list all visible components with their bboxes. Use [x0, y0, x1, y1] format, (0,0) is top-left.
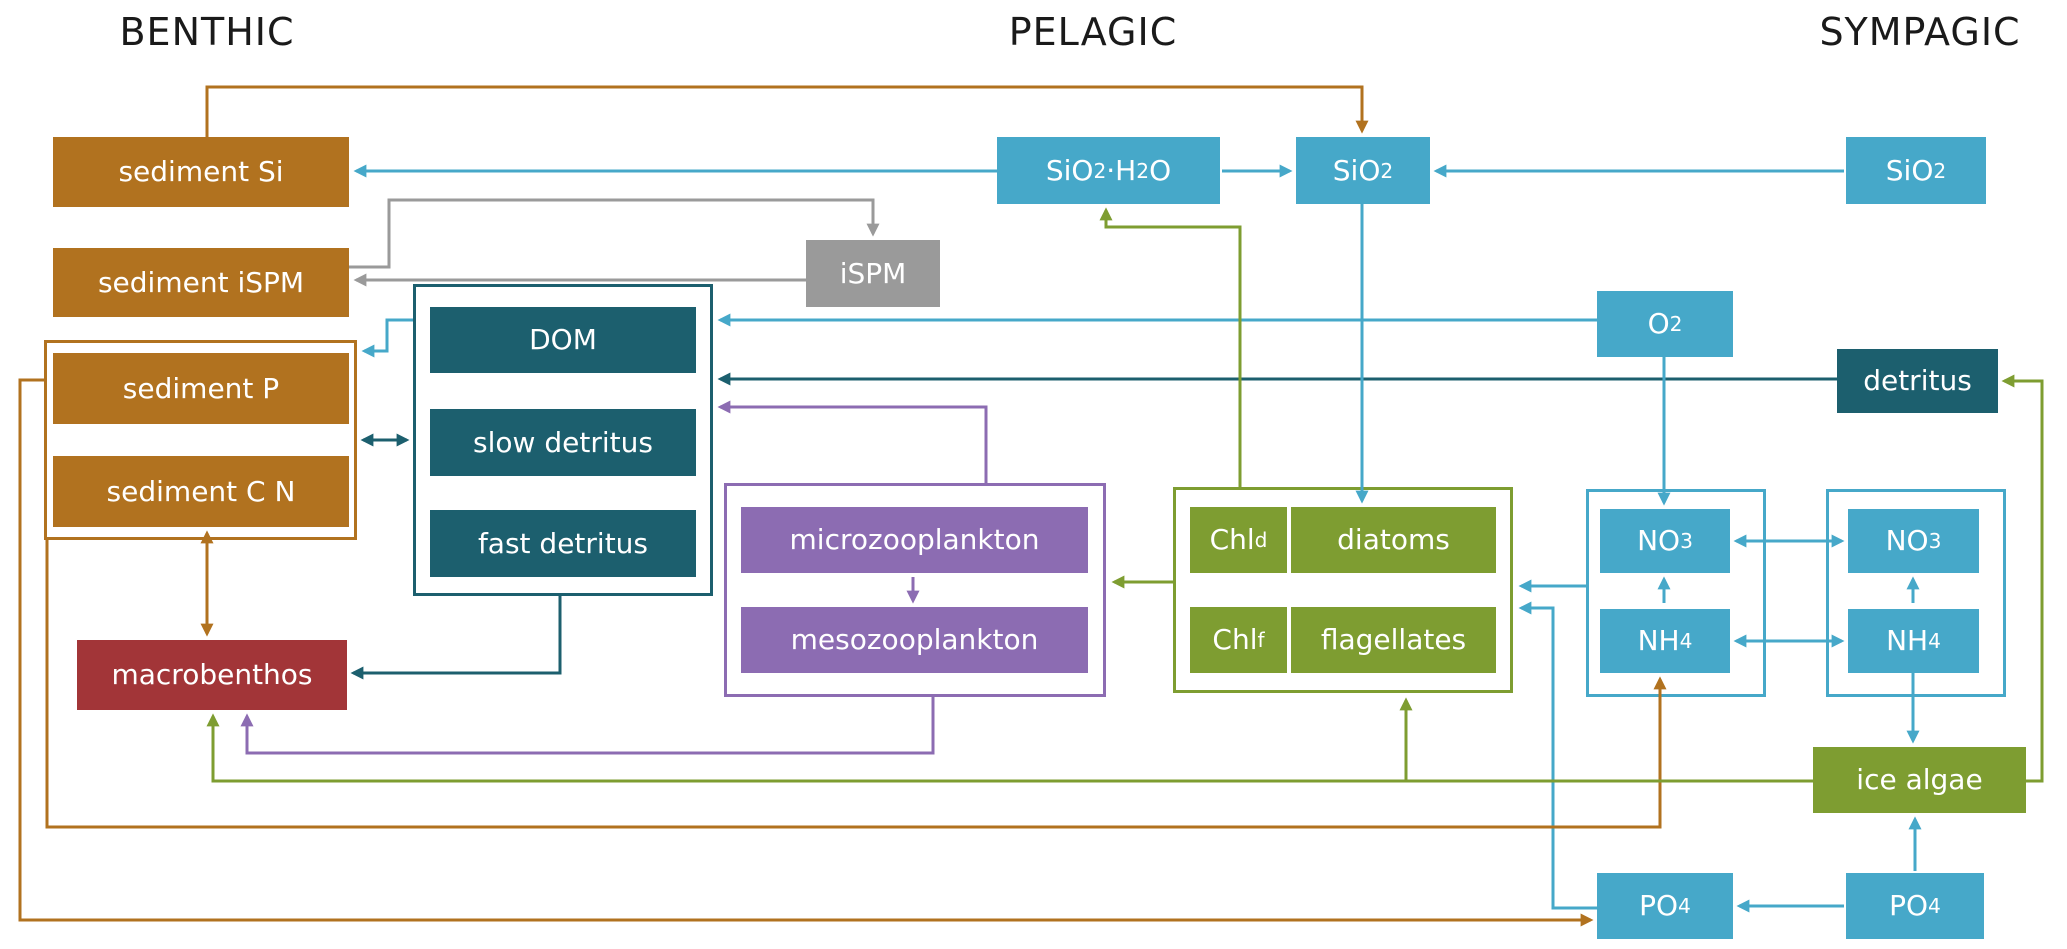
box-fast-detritus: fast detritus — [430, 510, 696, 577]
arrow-po4-to-phytoplankton — [1518, 601, 1597, 910]
box-sediment-p: sediment P — [53, 353, 349, 424]
header-pelagic: PELAGIC — [1008, 10, 1178, 54]
box-ispm: iSPM — [806, 240, 940, 307]
box-sediment-ispm: sediment iSPM — [53, 248, 349, 317]
arrow-sediment-cn-to-nh4 — [45, 540, 1667, 829]
arrow-ice-algae-to-detritus — [2001, 374, 2044, 783]
arrow-sediment-si-to-sio2 — [205, 85, 1369, 137]
box-detritus-sympagic: detritus — [1837, 349, 1998, 413]
box-sediment-cn: sediment C N — [53, 456, 349, 527]
arrow-ice-algae-to-macrobenthos — [206, 713, 1813, 783]
arrow-diatoms-to-sio2h2o — [1099, 207, 1242, 487]
box-macrobenthos: macrobenthos — [77, 640, 347, 710]
box-slow-detritus: slow detritus — [430, 409, 696, 476]
box-mesozooplankton: mesozooplankton — [741, 607, 1088, 673]
box-flagellates: flagellates — [1291, 607, 1496, 673]
header-benthic: BENTHIC — [119, 10, 295, 54]
arrow-zooplankton-to-detritus-pool — [717, 400, 988, 483]
box-ice-algae: ice algae — [1813, 747, 2026, 813]
header-sympagic: SYMPAGIC — [1819, 10, 2021, 54]
box-diatoms: diatoms — [1291, 507, 1496, 573]
box-sediment-si: sediment Si — [53, 137, 349, 207]
arrow-mesozooplankton-to-macrobenthos — [240, 697, 935, 755]
arrow-fast-detritus-to-macrobenthos — [350, 596, 562, 680]
box-dom: DOM — [430, 307, 696, 373]
arrow-sediment-ispm-to-ispm — [349, 198, 880, 269]
box-microzooplankton: microzooplankton — [741, 507, 1088, 573]
arrow-sediment-p-to-po4 — [18, 378, 1594, 927]
